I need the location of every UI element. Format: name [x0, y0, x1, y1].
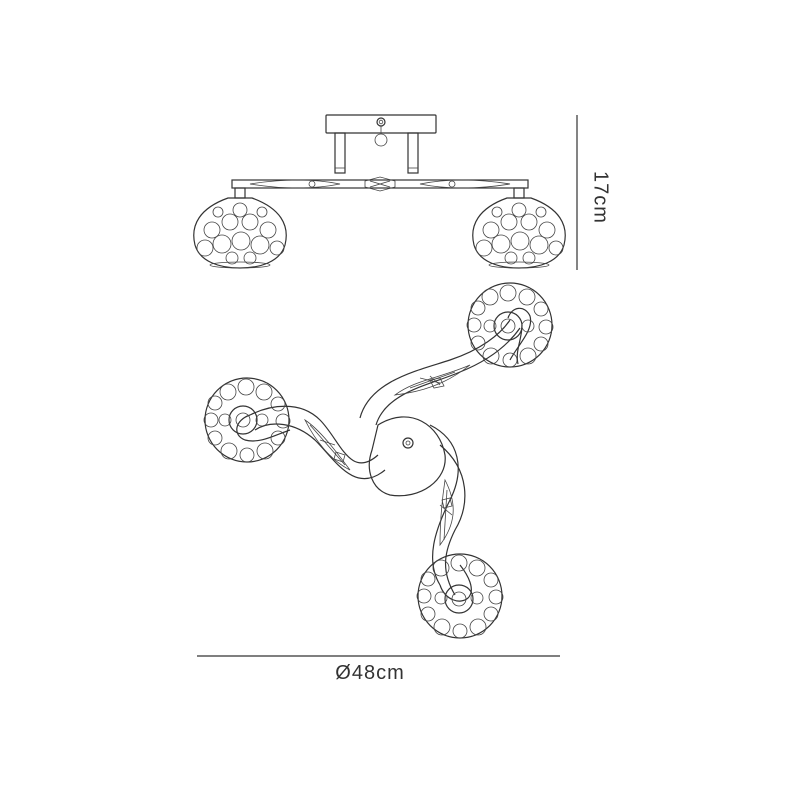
plan-shade-top-right [466, 282, 554, 368]
arm-bar [231, 179, 529, 189]
side-elevation-view [193, 114, 566, 269]
ceiling-rose [368, 416, 446, 497]
plan-shade-bottom [416, 553, 504, 639]
plate-screw [376, 117, 386, 127]
arm-bottom [429, 424, 472, 602]
arm-left [236, 405, 386, 480]
diameter-dimension-label: Ø48cm [335, 662, 405, 684]
plan-view [203, 282, 554, 639]
height-dimension-label: 17cm [589, 171, 612, 224]
side-shade-right [472, 197, 566, 269]
arm-top-right [359, 307, 532, 426]
side-shade-left [193, 197, 287, 269]
support-rod-right [407, 132, 419, 174]
plate-knob [374, 133, 388, 147]
plan-shade-left [203, 377, 291, 463]
support-rod-left [334, 132, 346, 174]
